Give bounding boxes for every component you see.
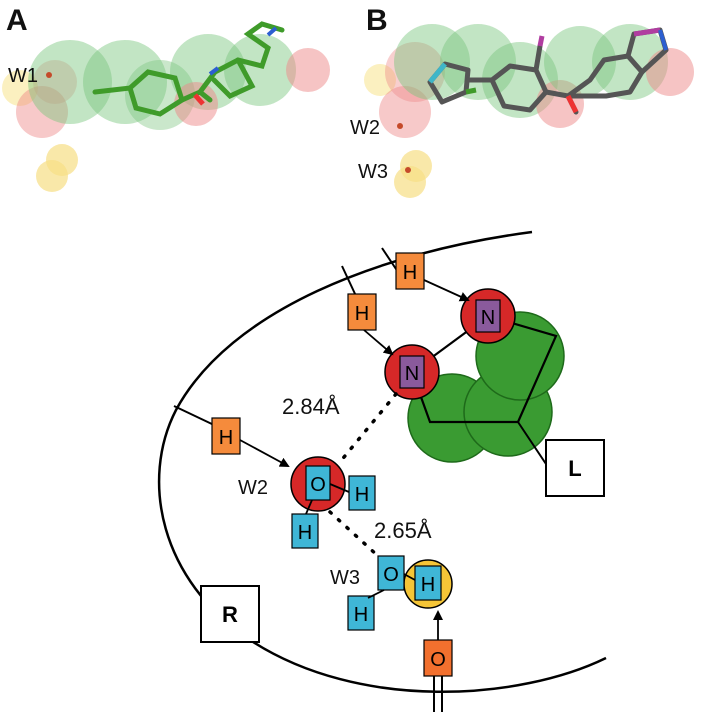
- ring-hetero-bond: [428, 62, 447, 84]
- linker-bond: [465, 87, 477, 95]
- yellow-sphere: [364, 64, 396, 96]
- carbonyl-o-label: O: [430, 649, 446, 671]
- hbond-dotted-line-2: [328, 510, 380, 558]
- schematic-diagram: L R N N H H H 2.84Å 2.65Å: [157, 230, 607, 712]
- panel-a-pharmacophore-spheres: [2, 34, 330, 192]
- panel-a-letter: A: [6, 4, 28, 37]
- receptor-donor-h-box: [211, 417, 241, 455]
- ligand-link-bond: [517, 421, 547, 465]
- nitrogen-bond: [658, 29, 668, 51]
- water-bond: [367, 589, 385, 599]
- yellow-sphere: [36, 160, 68, 192]
- water-w2-hydrogen-label: H: [298, 522, 312, 544]
- ligand-box: [545, 439, 605, 497]
- water-w3-marker: [405, 167, 411, 173]
- ring-hetero-bond: [633, 27, 661, 37]
- water-w3-hydrogen-label: H: [421, 574, 435, 596]
- red-sphere: [385, 42, 445, 102]
- red-sphere: [174, 82, 218, 126]
- green-sphere: [544, 26, 616, 98]
- nitrogen-bond: [208, 66, 220, 76]
- water-w2-hydrogen-box: [348, 475, 376, 511]
- water-w3-hydrogen-box: [347, 595, 375, 631]
- water-w3-hydrogen-label: H: [354, 604, 368, 626]
- green-sphere: [440, 24, 516, 100]
- binding-pocket-outline: [157, 230, 607, 693]
- green-sphere: [28, 40, 112, 124]
- hbond-distance-label-2: 2.65Å: [374, 518, 432, 543]
- receptor-stem: [173, 405, 215, 426]
- panel-b-pharmacophore-spheres: [364, 24, 694, 198]
- receptor-box: [200, 585, 260, 643]
- water-w2-schematic-label: W2: [238, 477, 268, 499]
- yellow-sphere: [2, 70, 38, 106]
- water-bond: [305, 499, 313, 515]
- donor-h-label: H: [403, 262, 417, 284]
- green-sphere: [83, 40, 167, 124]
- panel-a: A W1: [2, 4, 330, 192]
- donor-h-label: H: [219, 427, 233, 449]
- ligand-box-label: L: [568, 456, 581, 481]
- hbond-dotted-line-1: [338, 392, 398, 464]
- hbond-distance-label-1: 2.84Å: [282, 394, 340, 419]
- yellow-sphere: [394, 166, 426, 198]
- ring-hetero-bond: [537, 35, 545, 47]
- red-sphere: [379, 86, 431, 138]
- panel-a-ligand-sticks: [92, 21, 285, 117]
- panel-b-letter: B: [366, 4, 388, 37]
- water-w2-label: W2: [350, 117, 380, 139]
- nitrogen-label: N: [481, 307, 495, 329]
- carbonyl-bond: [565, 94, 579, 114]
- water-w2-oxygen-label: O: [310, 474, 326, 496]
- panel-b: B W2: [350, 4, 694, 198]
- water-w3-oxygen-box: [377, 555, 405, 591]
- nitrogen-bond: [266, 26, 278, 37]
- donor-h-label: H: [355, 303, 369, 325]
- water-w3-hydrogen-box: [414, 565, 442, 601]
- nitrogen-box: [475, 299, 501, 333]
- water-bond: [403, 573, 416, 581]
- water-bond: [329, 483, 350, 493]
- red-sphere: [33, 60, 77, 104]
- nitrogen-label: N: [405, 363, 419, 385]
- nitrogen-box: [399, 355, 425, 389]
- receptor-stem: [381, 247, 399, 273]
- water-w2-hydrogen-label: H: [355, 484, 369, 506]
- carbonyl-bond: [193, 93, 205, 106]
- water-w3-oxygen-label: O: [383, 564, 399, 586]
- receptor-stem: [341, 265, 357, 297]
- receptor-box-label: R: [222, 602, 238, 627]
- water-w1-label: W1: [8, 65, 38, 87]
- hbond-arrow: [363, 329, 394, 356]
- water-w2-marker: [397, 123, 403, 129]
- receptor-donor-h-box: [347, 293, 377, 331]
- red-sphere: [646, 48, 694, 96]
- red-sphere: [286, 48, 330, 92]
- water-w2-hydrogen-box: [291, 513, 319, 549]
- water-w2-oxygen-box: [305, 465, 331, 501]
- water-w1-marker: [46, 72, 52, 78]
- red-sphere: [16, 86, 68, 138]
- receptor-donor-h-box: [395, 252, 425, 290]
- green-sphere: [394, 24, 470, 100]
- hbond-arrow: [423, 279, 470, 302]
- water-w3-schematic-label: W3: [330, 567, 360, 589]
- hbond-arrow: [239, 439, 290, 467]
- receptor-carbonyl-o-box: [423, 639, 453, 677]
- water-w3-label: W3: [358, 161, 388, 183]
